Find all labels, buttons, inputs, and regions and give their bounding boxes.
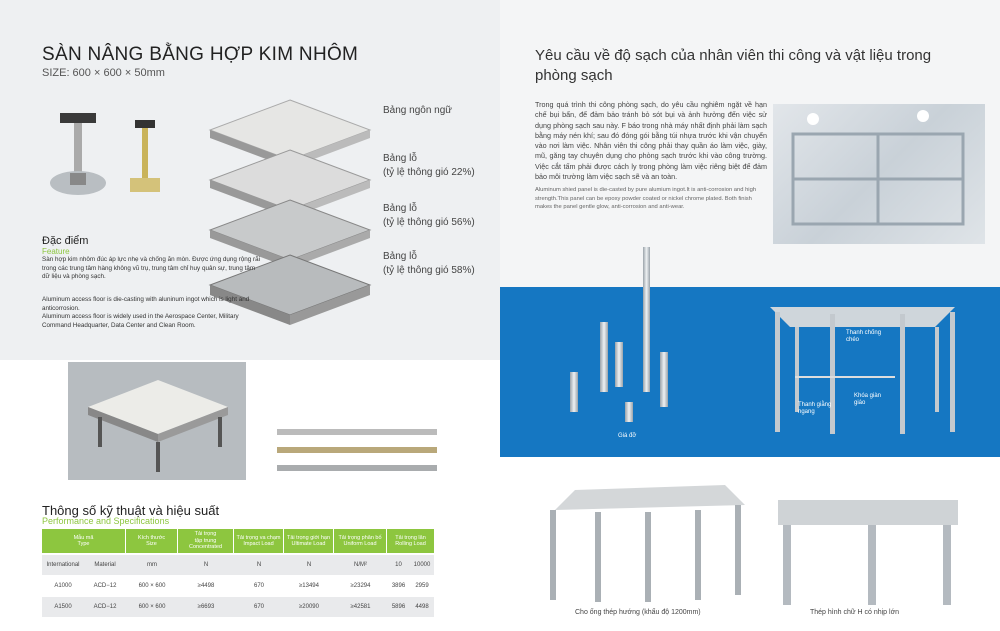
specs-cell: mm — [147, 562, 157, 568]
specs-cell: 10000 — [413, 562, 431, 568]
specs-cell: Material — [94, 562, 116, 568]
panel-name: Bảng lỗ — [383, 251, 417, 262]
specs-cell: ≥13494 — [299, 583, 319, 589]
scaffold-frame-image — [765, 302, 965, 437]
panel-stack-image — [205, 95, 375, 345]
feature-text-en: Aluminum access floor is widely used in … — [42, 313, 239, 329]
floor-panel-photo — [68, 362, 246, 480]
specs-header-row: Mẫu mã Type Kích thước Size Tải trọng tậ… — [42, 529, 434, 553]
section-title: Yêu cầu về độ sạch của nhân viên thi côn… — [535, 47, 932, 84]
specs-heading: Thông số kỹ thuật và hiệu suất — [42, 503, 220, 518]
specs-cell: N — [203, 562, 209, 568]
specs-cell: ≥4498 — [197, 583, 215, 589]
steel-pipe-frame-image — [535, 480, 755, 608]
specs-subheading: Performance and Specifications — [42, 516, 170, 526]
specs-cell: 2959 — [415, 583, 429, 589]
h-beam-caption: Thép hình chữ H có nhịp lớn — [810, 609, 900, 616]
specs-cell: A1000 — [54, 583, 72, 589]
panel-ratio: (tỷ lệ thông gió 56%) — [383, 217, 475, 228]
specs-row: International Material mm N N N N/M² 10 10000 — [42, 555, 434, 575]
feature-heading: Đặc điểm — [42, 235, 89, 247]
pipe-frame-caption: Cho ống thép hướng (khẩu độ 1200mm) — [575, 609, 701, 616]
specs-cell: ≥20090 — [299, 604, 319, 610]
specs-header: Kích thước Size — [126, 529, 178, 553]
frame-label: Thanh giằng ngang — [798, 402, 832, 415]
specs-row: A1000 ACD−12 600 × 600 ≥4498 670 ≥13494 ≥23294… — [42, 576, 434, 596]
blue-panel: Giá đỡ Thanh chống chéo Khóa giàn giáo T… — [500, 247, 1000, 457]
panel-label: Bảng ngôn ngữ — [383, 104, 452, 118]
panel-ratio: (tỷ lệ thông gió 22%) — [383, 167, 475, 178]
frame-label: Thanh chống chéo — [846, 330, 882, 343]
specs-cell: 5896 — [391, 604, 406, 610]
feature-text-vn: Sàn hợp kim nhôm đúc áp lực nhẹ và chống… — [42, 256, 260, 281]
specs-cell: ≥23294 — [350, 583, 371, 589]
specs-cell: 670 — [253, 583, 264, 589]
specs-cell: N — [256, 562, 262, 568]
specs-header: Tải trọng giới hạn Ultimate Load — [284, 529, 334, 553]
panel-ratio: (tỷ lệ thông gió 58%) — [383, 265, 475, 276]
specs-header: Tải trọng lăn Rolling Load — [387, 529, 434, 553]
feature-text-en: Aluminum access floor is die-casting wit… — [42, 296, 250, 312]
specs-cell: 10 — [395, 562, 402, 568]
specs-cell: A1500 — [54, 604, 72, 610]
cleanliness-text-vn: Trong quá trình thi công phòng sạch, do … — [535, 100, 767, 182]
size-label: SIZE: 600 × 600 × 50mm — [42, 67, 165, 79]
cleanroom-photo — [773, 104, 985, 244]
panel-name: Bảng lỗ — [383, 153, 417, 164]
specs-cell: ≥42581 — [350, 604, 371, 610]
stringer-bars-image — [275, 425, 440, 477]
h-beam-frame-image — [768, 485, 968, 608]
specs-cell: 670 — [253, 604, 264, 610]
specs-cell: 4498 — [415, 604, 429, 610]
specs-header: Mẫu mã Type — [42, 529, 126, 553]
panel-label: Bảng lỗ (tỷ lệ thông gió 22%) — [383, 152, 475, 180]
specs-cell: 600 × 600 — [138, 604, 166, 610]
specs-header: Tải trọng tập trung Concentrated — [178, 529, 234, 553]
specs-cell: 600 × 600 — [138, 583, 166, 589]
specs-header: Tải trọng va chạm Impact Load — [234, 529, 284, 553]
specs-cell: N — [306, 562, 312, 568]
pedestal-caption: Giá đỡ — [618, 433, 637, 439]
cleanliness-text-en: Aluminum shied panel is die-casted by pu… — [535, 187, 757, 211]
specs-cell: ACD−12 — [93, 583, 117, 589]
specs-cell: 3896 — [391, 583, 406, 589]
specs-row: A1500 ACD−12 600 × 600 ≥6693 670 ≥20090 ≥42581… — [42, 597, 434, 617]
feature-subheading: Feature — [42, 247, 70, 256]
panel-name: Bảng ngôn ngữ — [383, 105, 452, 116]
frame-label: Khóa giàn giáo — [854, 393, 882, 406]
panel-name: Bảng lỗ — [383, 203, 417, 214]
specs-cell: ACD−12 — [93, 604, 117, 610]
panel-label: Bảng lỗ (tỷ lệ thông gió 56%) — [383, 202, 475, 230]
specs-cell: ≥6693 — [197, 604, 215, 610]
pedestal-image — [125, 118, 165, 198]
panel-label: Bảng lỗ (tỷ lệ thông gió 58%) — [383, 250, 475, 278]
page-title: SÀN NÂNG BẰNG HỢP KIM NHÔM — [42, 44, 359, 65]
specs-cell: N/M² — [354, 562, 367, 568]
specs-header: Tải trọng phân bố Uniform Load — [334, 529, 387, 553]
pedestal-image — [40, 105, 120, 205]
specs-cell: International — [46, 562, 80, 568]
